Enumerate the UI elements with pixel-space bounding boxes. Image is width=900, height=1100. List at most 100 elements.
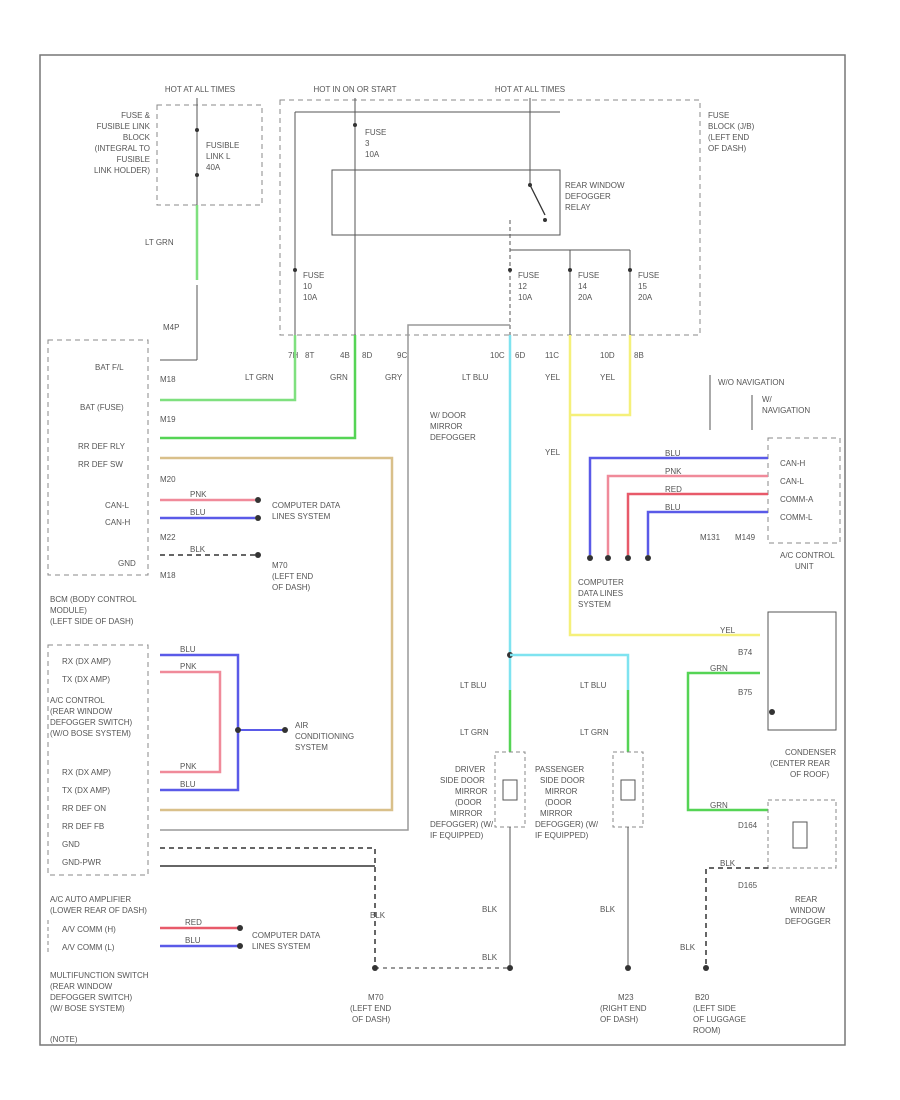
wire-gry-1: GRY <box>385 373 403 382</box>
ground-b20-loc-2: OF LUGGAGE <box>693 1015 746 1024</box>
wire-blk-5: BLK <box>600 905 616 914</box>
fusible-link-line-1: FUSIBLE <box>206 141 239 150</box>
pin-4b: 4B <box>340 351 350 360</box>
diagram-frame <box>39 54 846 1046</box>
driver-mirror-1: DRIVER <box>455 765 485 774</box>
fuse-block-right-line-2: BLOCK (J/B) <box>708 122 755 131</box>
wire-blu-2: BLU <box>180 645 196 654</box>
wire-yel-2: YEL <box>600 373 616 382</box>
wo-navigation-label: W/O NAVIGATION <box>718 378 785 387</box>
ac-auto-1: A/C AUTO AMPLIFIER <box>50 895 131 904</box>
air-cond-2: CONDITIONING <box>295 732 354 741</box>
ground-m23-id: M23 <box>618 993 634 1002</box>
wire-grn-1: GRN <box>330 373 348 382</box>
fuse-15-num: 15 <box>638 282 647 291</box>
ac-unit-pin-comm-l: COMM-L <box>780 513 813 522</box>
ac-auto-2: (LOWER REAR OF DASH) <box>50 906 147 915</box>
ac-left-pin-rr-def-fb: RR DEF FB <box>62 822 104 831</box>
driver-side-door-mirror: LT BLU LT GRN DRIVER SIDE DOOR MIRROR (D… <box>430 681 526 971</box>
ac-control-unit: W/O NAVIGATION W/ NAVIGATION CAN-H CAN-L… <box>700 375 841 571</box>
fuse-block-left-line-6: LINK HOLDER) <box>94 166 150 175</box>
driver-mirror-2: SIDE DOOR <box>440 776 485 785</box>
fuse-15-name: FUSE <box>638 271 659 280</box>
multifunction-1: MULTIFUNCTION SWITCH <box>50 971 149 980</box>
fuse-block-right-line-1: FUSE <box>708 111 729 120</box>
bcm-conn-m22: M22 <box>160 533 176 542</box>
condenser-name-1: CONDENSER <box>785 748 836 757</box>
bcm-pin-can-h: CAN-H <box>105 518 131 527</box>
ground-m23-loc-2: OF DASH) <box>600 1015 639 1024</box>
rear-conn-d165: D165 <box>738 881 758 890</box>
ac-auto-pin-l: A/V COMM (L) <box>62 943 115 952</box>
bcm-pin-rr-def-rly: RR DEF RLY <box>78 442 126 451</box>
bcm-pin-gnd: GND <box>118 559 136 568</box>
fuse-block-left-line-1: FUSE & <box>121 111 151 120</box>
ground-m70-loc-1: (LEFT END <box>350 1004 391 1013</box>
fuse-block-left-line-2: FUSIBLE LINK <box>97 122 151 131</box>
wire-blu-3: BLU <box>180 780 196 789</box>
ac-unit-pin-can-h: CAN-H <box>780 459 806 468</box>
ac-left-pin-gnd-pwr: GND-PWR <box>62 858 101 867</box>
passenger-side-door-mirror: LT BLU LT GRN PASSENGER SIDE DOOR MIRROR… <box>535 681 644 971</box>
wire-lt-grn-4: LT GRN <box>580 728 609 737</box>
pin-8d: 8D <box>362 351 372 360</box>
ground-m70-loc-2: OF DASH) <box>352 1015 391 1024</box>
m70-top-loc-2: OF DASH) <box>272 583 311 592</box>
pin-10d: 10D <box>600 351 615 360</box>
pin-8t: 8T <box>305 351 314 360</box>
ac-left-name-2: (REAR WINDOW <box>50 707 113 716</box>
air-cond-1: AIR <box>295 721 309 730</box>
wire-yel-3: YEL <box>545 448 561 457</box>
bcm-name-2: MODULE) <box>50 606 87 615</box>
mirror-defogger-2: MIRROR <box>430 422 463 431</box>
bcm-conn-m18b: M18 <box>160 571 176 580</box>
multifunction-2: (REAR WINDOW <box>50 982 113 991</box>
fuse-block-left-line-4: (INTEGRAL TO <box>95 144 150 153</box>
ac-auto-pin-h: A/V COMM (H) <box>62 925 116 934</box>
ac-control-left: RX (DX AMP) TX (DX AMP) A/C CONTROL (REA… <box>47 644 149 876</box>
computer-data-mid-1: COMPUTER <box>578 578 624 587</box>
ac-left-name-1: A/C CONTROL <box>50 696 105 705</box>
pin-10c: 10C <box>490 351 505 360</box>
ac-unit-name-1: A/C CONTROL <box>780 551 835 560</box>
ac-unit-pin-can-l: CAN-L <box>780 477 805 486</box>
wire-lt-grn-1: LT GRN <box>145 238 174 247</box>
wire-lt-blu-2: LT BLU <box>460 681 487 690</box>
pin-11c: 11C <box>545 351 559 360</box>
ac-left-pin-tx-top: TX (DX AMP) <box>62 675 110 684</box>
air-cond-3: SYSTEM <box>295 743 328 752</box>
wire-blu-unit-1: BLU <box>665 449 681 458</box>
wire-blk-4: BLK <box>482 953 498 962</box>
hot-at-all-times-label-2: HOT AT ALL TIMES <box>495 85 565 94</box>
driver-mirror-6: DEFOGGER) (W/ <box>430 820 494 829</box>
bcm-module: M4P BAT F/L BAT (FUSE) RR DEF RLY RR DEF… <box>47 323 179 626</box>
pin-6d: 6D <box>515 351 525 360</box>
wire-red-unit-1: RED <box>665 485 682 494</box>
ac-left-pin-rx-bot: RX (DX AMP) <box>62 768 111 777</box>
rear-defogger-3: DEFOGGER <box>785 917 831 926</box>
fuse-14-name: FUSE <box>578 271 599 280</box>
driver-mirror-7: IF EQUIPPED) <box>430 831 484 840</box>
pass-mirror-6: DEFOGGER) (W/ <box>535 820 599 829</box>
rear-defogger-1: REAR <box>795 895 817 904</box>
rear-defogger-2: WINDOW <box>790 906 826 915</box>
wire-blk-6: BLK <box>720 859 736 868</box>
ac-unit-pin-comm-a: COMM-A <box>780 495 814 504</box>
fuse-3-amp: 10A <box>365 150 380 159</box>
fuse-12-name: FUSE <box>518 271 539 280</box>
wire-lt-grn-2: LT GRN <box>245 373 274 382</box>
ac-left-pin-rx-top: RX (DX AMP) <box>62 657 111 666</box>
ac-left-pin-tx-bot: TX (DX AMP) <box>62 786 110 795</box>
w-navigation-label-2: NAVIGATION <box>762 406 810 415</box>
ac-left-name-3: DEFOGGER SWITCH) <box>50 718 133 727</box>
ground-b20-loc-3: ROOM) <box>693 1026 721 1035</box>
computer-data-lines-1: COMPUTER DATA <box>272 501 341 510</box>
condenser-name-2: (CENTER REAR <box>770 759 830 768</box>
ground-m70-id: M70 <box>368 993 384 1002</box>
fusible-link-line-2: LINK L <box>206 152 231 161</box>
relay-line-2: DEFOGGER <box>565 192 611 201</box>
wire-pnk-unit-1: PNK <box>665 467 682 476</box>
pin-8b: 8B <box>634 351 644 360</box>
fuse-block-left-line-5: FUSIBLE <box>117 155 150 164</box>
